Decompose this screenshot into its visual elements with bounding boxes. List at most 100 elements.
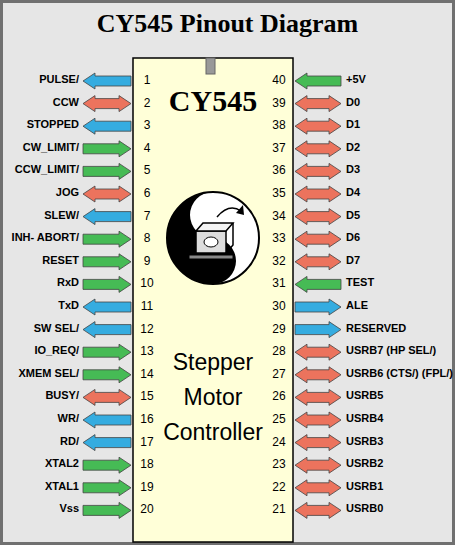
pin-number: 2 [136, 96, 158, 112]
pin-number: 40 [268, 73, 290, 89]
pin-name: INH- ABORT/ [7, 231, 79, 247]
pin-number: 20 [136, 502, 158, 518]
pin-name: D6 [346, 231, 454, 247]
pin-arrow [83, 276, 131, 292]
pin-arrow [83, 457, 131, 473]
pin-arrow [295, 141, 341, 157]
pin-arrow [83, 254, 131, 270]
pin-name: STOPPED [7, 118, 79, 134]
pin-number: 5 [136, 163, 158, 179]
pin-name: D5 [346, 209, 454, 225]
pin-number: 34 [268, 209, 290, 225]
pin-arrow [83, 209, 131, 225]
pin-name: TxD [7, 299, 79, 315]
pin-number: 36 [268, 163, 290, 179]
pin-arrow [83, 322, 131, 338]
pin-number: 35 [268, 186, 290, 202]
pin-name: RESET [7, 254, 79, 270]
pin-name: WR/ [7, 412, 79, 428]
pin-arrow [295, 209, 341, 225]
pin-arrow [295, 344, 341, 360]
pin-number: 24 [268, 435, 290, 451]
chip-body [133, 58, 293, 542]
pin-number: 31 [268, 276, 290, 292]
pin-name: IO_REQ/ [7, 344, 79, 360]
pin-arrow [295, 254, 341, 270]
pin-number: 14 [136, 367, 158, 383]
pin-name: D3 [346, 163, 454, 179]
pin-number: 12 [136, 322, 158, 338]
chip-name: CY545 [133, 84, 293, 118]
pin-arrow [295, 299, 341, 315]
pin-arrow [83, 118, 131, 134]
pin-arrow [295, 276, 341, 292]
pin-name: ALE [346, 299, 454, 315]
pin-name: SLEW/ [7, 209, 79, 225]
pin-number: 27 [268, 367, 290, 383]
pin-arrow [295, 73, 341, 89]
pin-arrow [295, 118, 341, 134]
pin-arrow [295, 186, 341, 202]
pin-arrow [83, 344, 131, 360]
pin-arrow [83, 435, 131, 451]
pin-number: 16 [136, 412, 158, 428]
pin-name: BUSY/ [7, 389, 79, 405]
pin-arrow [83, 367, 131, 383]
pin-arrow [83, 96, 131, 112]
pin-name: SW SEL/ [7, 322, 79, 338]
pin-name: USRB4 [346, 412, 454, 428]
pin-name: CCW [7, 96, 79, 112]
pin-name: CW_LIMIT/ [7, 141, 79, 157]
pin-name: D0 [346, 96, 454, 112]
pin-name: USRB0 [346, 502, 454, 518]
pin-name: D2 [346, 141, 454, 157]
pin-arrow [295, 367, 341, 383]
pin-number: 30 [268, 299, 290, 315]
pin-number: 18 [136, 457, 158, 473]
pin-number: 11 [136, 299, 158, 315]
pin-name: USRB6 (CTS/) (FPL/) [346, 367, 454, 383]
pin-name: XMEM SEL/ [7, 367, 79, 383]
pin-arrow [295, 435, 341, 451]
pin-number: 22 [268, 480, 290, 496]
pin-number: 17 [136, 435, 158, 451]
pin-arrow [295, 502, 341, 518]
pin-name: JOG [7, 186, 79, 202]
pin-number: 23 [268, 457, 290, 473]
pin-name: PULSE/ [7, 73, 79, 89]
pin-arrow [83, 73, 131, 89]
pin-arrow [83, 141, 131, 157]
pin-arrow [295, 231, 341, 247]
chip-package: CY545Stepper Motor Controller [133, 58, 293, 542]
pin-number: 3 [136, 118, 158, 134]
diagram-title: CY545 Pinout Diagram [3, 8, 452, 40]
pin-name: USRB7 (HP SEL/) [346, 344, 454, 360]
pin-name: +5V [346, 73, 454, 89]
pin-number: 19 [136, 480, 158, 496]
chip-description: Stepper Motor Controller [153, 345, 273, 450]
pin-arrow [295, 163, 341, 179]
pin-arrow [83, 186, 131, 202]
pin-arrow [295, 96, 341, 112]
pin-arrow [83, 163, 131, 179]
pin-number: 29 [268, 322, 290, 338]
pin-name: RxD [7, 276, 79, 292]
pin-name: USRB5 [346, 389, 454, 405]
pin-name: XTAL1 [7, 480, 79, 496]
pin-arrow [295, 389, 341, 405]
pin-number: 38 [268, 118, 290, 134]
pin-number: 10 [136, 276, 158, 292]
logo [167, 192, 259, 284]
pin-number: 25 [268, 412, 290, 428]
pin-name: USRB3 [346, 435, 454, 451]
pin-arrow [83, 389, 131, 405]
pin-number: 7 [136, 209, 158, 225]
pin-arrow [295, 480, 341, 496]
pin-number: 9 [136, 254, 158, 270]
pin-name: TEST [346, 276, 454, 292]
pin-number: 37 [268, 141, 290, 157]
pin-number: 13 [136, 344, 158, 360]
pin-arrow [83, 480, 131, 496]
pin-name: CCW_LIMIT/ [7, 163, 79, 179]
